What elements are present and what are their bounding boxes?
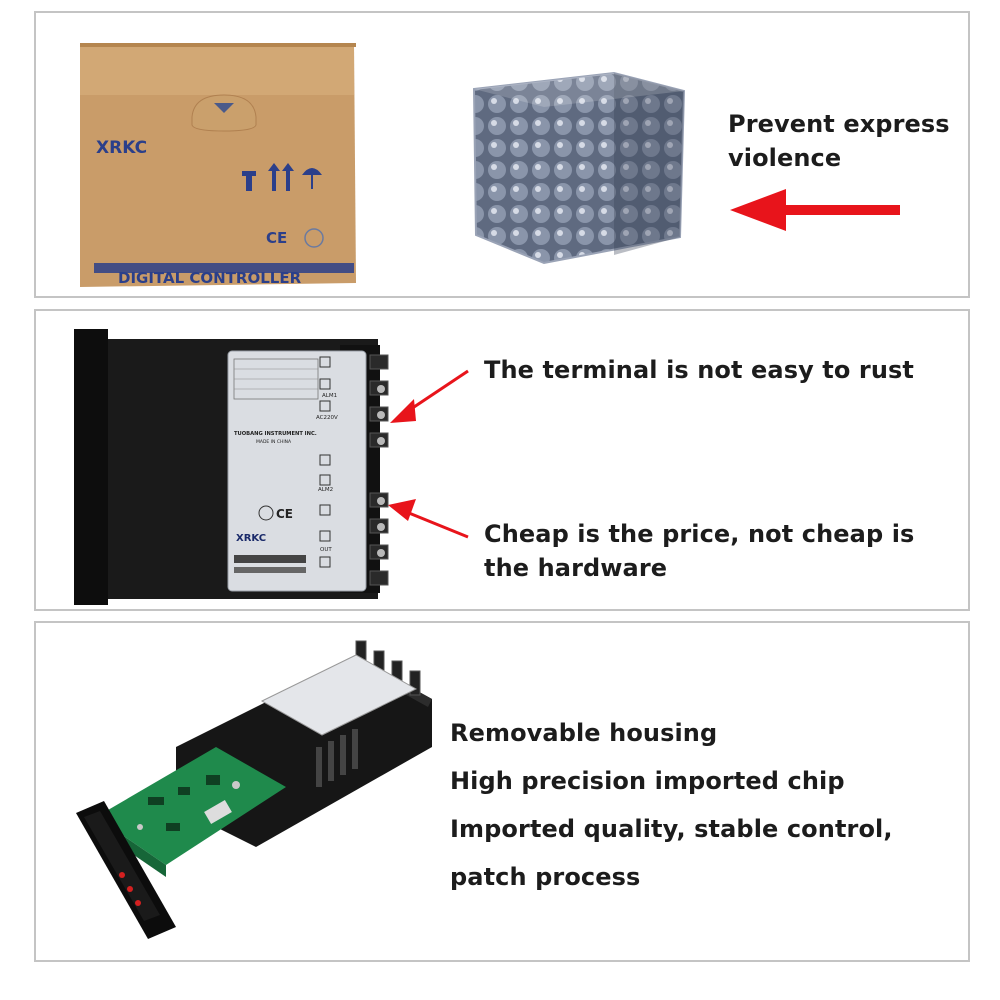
- terminal-panel: TUOBANG INSTRUMENT INC. MADE IN CHINA AL…: [34, 309, 970, 611]
- packaging-caption: Prevent express violence: [728, 107, 950, 175]
- feature-item-2: High precision imported chip: [450, 767, 845, 795]
- red-arrow-left: [730, 189, 900, 231]
- label-voltage-text: AC220V: [316, 415, 338, 421]
- box-ce-mark: CE: [266, 229, 287, 247]
- box-brand-text: XRKC: [96, 138, 147, 158]
- packaging-caption-line-1: Prevent express: [728, 110, 950, 138]
- packaging-panel: XRKC CE DIGITAL CONTROLLER Prevent expre…: [34, 11, 970, 298]
- features-list: Removable housing High precision importe…: [450, 709, 893, 901]
- packaging-caption-line-2: violence: [728, 144, 842, 172]
- red-arrow-pointers: [388, 369, 469, 539]
- feature-item-1: Removable housing: [450, 719, 718, 747]
- label-origin-text: MADE IN CHINA: [256, 439, 292, 445]
- product-box-image: XRKC CE DIGITAL CONTROLLER: [80, 43, 356, 287]
- label-brand-text: XRKC: [236, 533, 266, 544]
- internals-panel: Removable housing High precision importe…: [34, 621, 970, 962]
- hardware-caption: Cheap is the price, not cheap is the har…: [484, 517, 914, 585]
- label-alm1-text: ALM1: [322, 393, 337, 399]
- label-maker-text: TUOBANG INSTRUMENT INC.: [234, 431, 317, 437]
- hardware-caption-line-1: Cheap is the price, not cheap is: [484, 520, 915, 548]
- hardware-caption-line-2: the hardware: [484, 554, 668, 582]
- controller-rear-image: TUOBANG INSTRUMENT INC. MADE IN CHINA AL…: [74, 329, 389, 605]
- feature-item-3: Imported quality, stable control,: [450, 815, 893, 843]
- label-ce-mark: CE: [276, 507, 293, 521]
- label-out-text: OUT: [320, 547, 332, 553]
- bubble-wrap-package-image: [472, 71, 686, 265]
- controller-open-image: [76, 640, 432, 939]
- label-alm2-text: ALM2: [318, 487, 333, 493]
- feature-item-4: patch process: [450, 863, 641, 891]
- terminal-caption: The terminal is not easy to rust: [484, 356, 914, 384]
- box-label-text: DIGITAL CONTROLLER: [118, 269, 302, 287]
